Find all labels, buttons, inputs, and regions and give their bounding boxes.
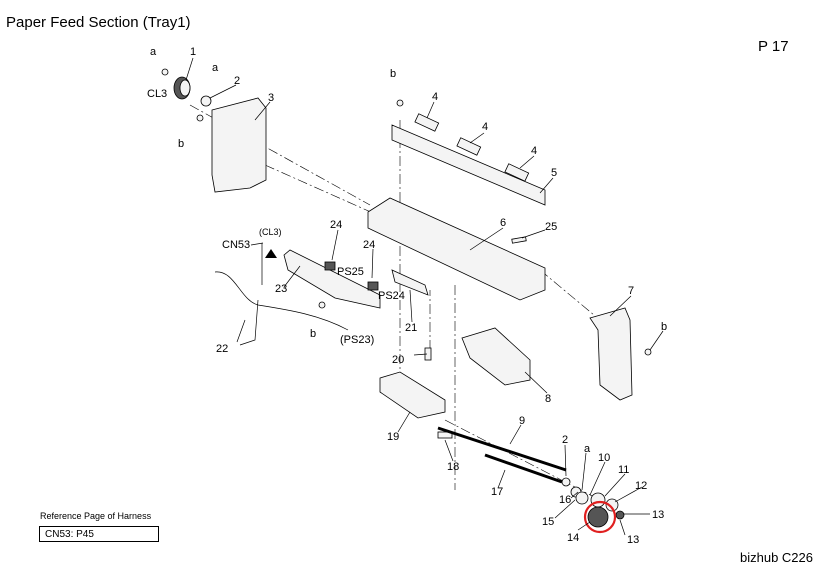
assembly-line bbox=[444, 419, 601, 501]
callout-5: 5 bbox=[551, 167, 557, 179]
callout-14: 14 bbox=[567, 532, 579, 544]
e-ring bbox=[615, 510, 625, 520]
roller-holder bbox=[391, 124, 546, 206]
collar bbox=[575, 491, 589, 505]
roller bbox=[414, 113, 530, 182]
callout-16: 16 bbox=[559, 494, 571, 506]
callout-24: 24 bbox=[330, 219, 342, 231]
callout-2: 2 bbox=[234, 75, 240, 87]
callout-b: b bbox=[178, 138, 184, 150]
screw bbox=[161, 68, 652, 356]
callout-ps23: (PS23) bbox=[340, 334, 374, 346]
model-name: bizhub C226 bbox=[740, 550, 813, 565]
callout-8: 8 bbox=[545, 393, 551, 405]
paper-feed-frame bbox=[367, 197, 546, 301]
callout-a: a bbox=[584, 443, 591, 455]
highlight-ring bbox=[583, 500, 617, 534]
callout-12: 12 bbox=[635, 480, 647, 492]
callout-10: 10 bbox=[598, 452, 610, 464]
callout-6: 6 bbox=[500, 217, 506, 229]
callout-1: 1 bbox=[190, 46, 196, 58]
callout-7: 7 bbox=[628, 285, 634, 297]
callout-9: 9 bbox=[519, 415, 525, 427]
callout-a: a bbox=[212, 62, 219, 74]
callout-22: 22 bbox=[216, 343, 228, 355]
callout-ps25: PS25 bbox=[337, 266, 364, 278]
direction-arrow bbox=[265, 249, 277, 258]
callout-23: 23 bbox=[275, 283, 287, 295]
page-number: P 17 bbox=[758, 38, 789, 55]
leader-lines bbox=[185, 57, 664, 536]
paper-guide bbox=[461, 327, 531, 386]
shaft bbox=[437, 426, 567, 472]
shaft bbox=[484, 453, 563, 484]
callouts: a 1 a CL3 2 3 b b 4 4 4 5 6 25 7 b 8 9 2… bbox=[147, 46, 667, 546]
callout-b: b bbox=[390, 68, 396, 80]
callout-3: 3 bbox=[268, 92, 274, 104]
left-frame bbox=[211, 97, 267, 193]
callout-cn53: CN53 bbox=[222, 239, 250, 251]
callout-cl3-ref: (CL3) bbox=[259, 227, 282, 237]
pickup-holder bbox=[379, 371, 446, 419]
callout-17: 17 bbox=[491, 486, 503, 498]
callout-15: 15 bbox=[542, 516, 554, 528]
callout-21: 21 bbox=[405, 322, 417, 334]
callout-b: b bbox=[661, 321, 667, 333]
callout-a: a bbox=[150, 46, 157, 58]
callout-25: 25 bbox=[545, 221, 557, 233]
bushing bbox=[200, 95, 212, 107]
callout-cl3: CL3 bbox=[147, 88, 167, 100]
photo-sensor-ps24 bbox=[367, 281, 379, 291]
wire-harness bbox=[214, 243, 349, 346]
harness-reference-value: CN53: P45 bbox=[45, 529, 94, 540]
callout-20: 20 bbox=[392, 354, 404, 366]
assembly-line bbox=[264, 164, 401, 226]
callout-4: 4 bbox=[531, 145, 537, 157]
harness-reference-caption: Reference Page of Harness bbox=[40, 511, 152, 521]
callout-24: 24 bbox=[363, 239, 375, 251]
clutch-cl3 bbox=[173, 76, 191, 100]
callout-11: 11 bbox=[618, 464, 629, 476]
callout-2: 2 bbox=[562, 434, 568, 446]
sensor-bracket bbox=[283, 249, 381, 309]
callout-4: 4 bbox=[482, 121, 488, 133]
assembly-line bbox=[189, 104, 371, 206]
photo-sensor-ps25 bbox=[324, 261, 336, 271]
page-title: Paper Feed Section (Tray1) bbox=[6, 14, 191, 31]
sheet bbox=[437, 431, 453, 439]
callout-ps24: PS24 bbox=[378, 290, 405, 302]
harness-reference-box: CN53: P45 bbox=[39, 526, 159, 542]
callout-18: 18 bbox=[447, 461, 459, 473]
assembly-line bbox=[539, 269, 601, 321]
callout-4: 4 bbox=[432, 91, 438, 103]
actuator bbox=[391, 269, 429, 296]
bushing bbox=[561, 477, 571, 487]
callout-19: 19 bbox=[387, 431, 399, 443]
right-frame bbox=[589, 307, 633, 401]
callout-13: 13 bbox=[652, 509, 664, 521]
callout-13: 13 bbox=[627, 534, 639, 546]
roller-14 bbox=[587, 506, 609, 528]
callout-b: b bbox=[310, 328, 316, 340]
pad bbox=[511, 236, 527, 244]
